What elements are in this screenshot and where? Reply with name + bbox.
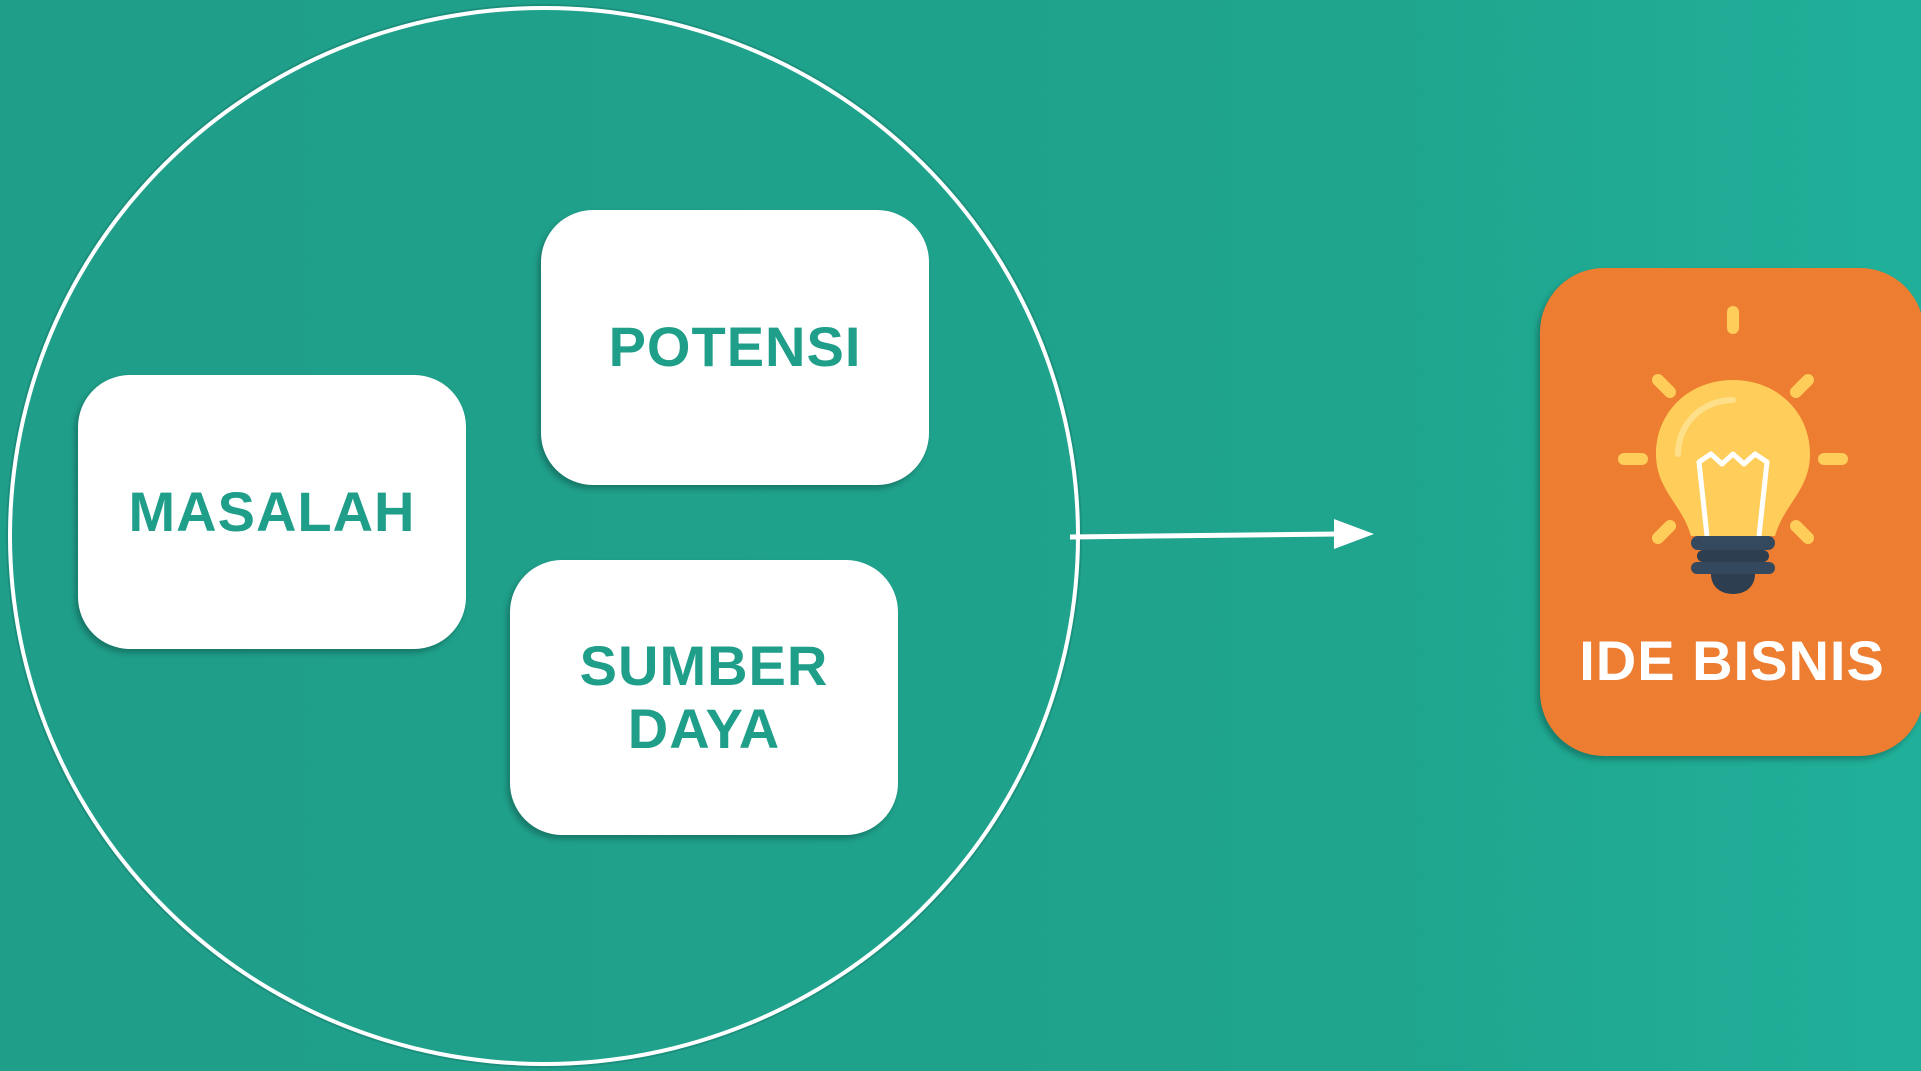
sumber-daya-label-line-1: SUMBER [579,633,829,697]
potensi-label: POTENSI [608,315,862,379]
flow-arrow-line [1069,531,1339,540]
sumber-daya-box: SUMBER DAYA [510,560,898,835]
sumber-daya-label-line-2: DAYA [627,696,781,760]
masalah-box: MASALAH [78,375,466,649]
lightbulb-icon [1618,306,1848,594]
light-rays-icon [1618,306,1848,544]
flow-arrow-head [1334,519,1374,549]
ide-bisnis-box: IDE BISNIS [1540,268,1921,756]
masalah-label: MASALAH [128,479,416,543]
potensi-box: POTENSI [541,210,929,485]
flow-arrow [1069,519,1374,549]
ide-bisnis-label: IDE BISNIS [1579,629,1885,692]
